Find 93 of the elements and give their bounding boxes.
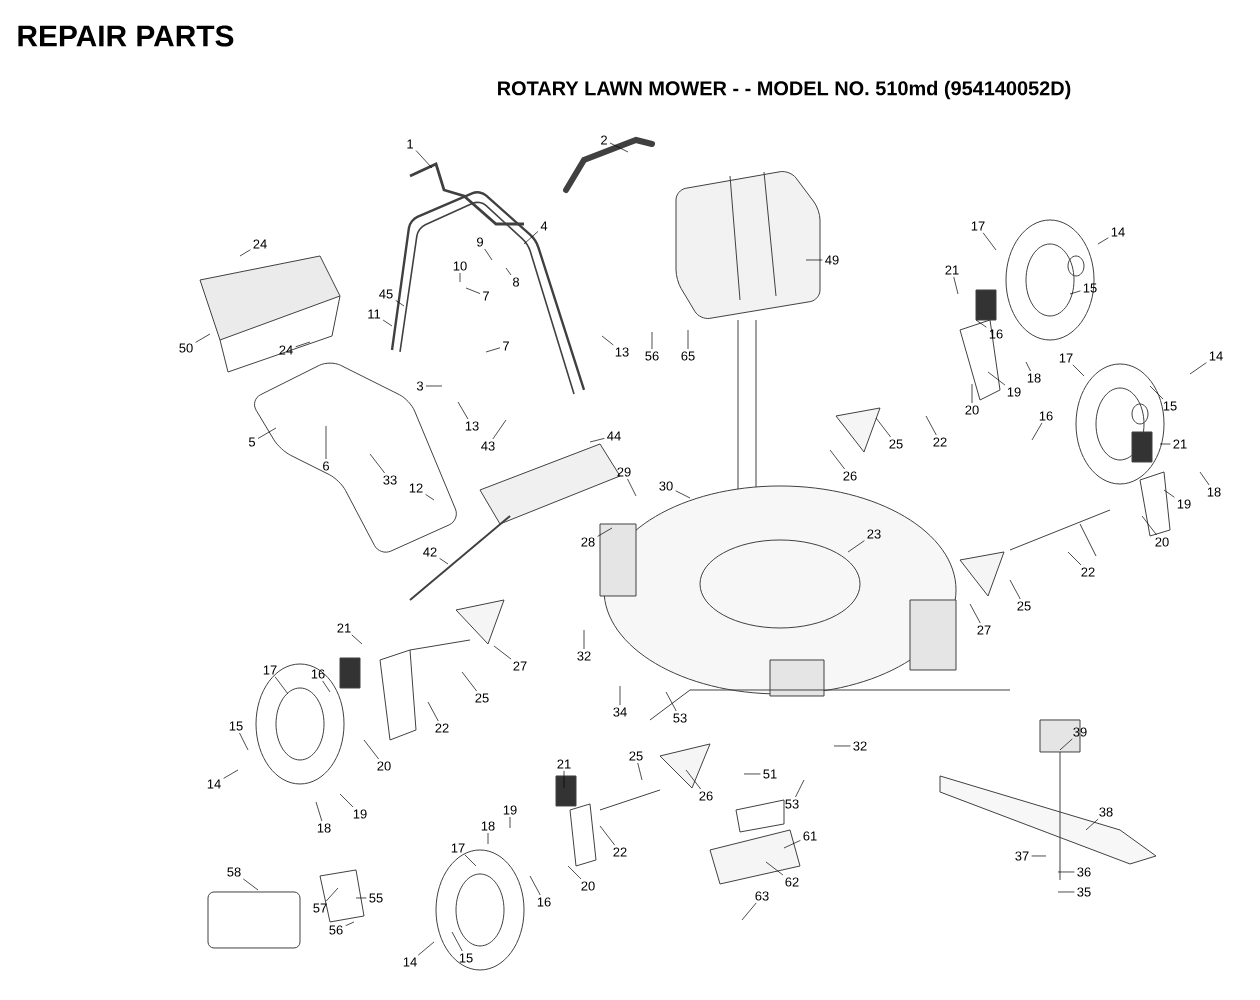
leader-line xyxy=(1031,422,1043,441)
leader-line xyxy=(1159,443,1171,445)
leader-line xyxy=(315,801,323,822)
leader-line xyxy=(847,540,865,553)
leader-line xyxy=(274,676,289,695)
leader-line xyxy=(425,385,443,387)
leader-line xyxy=(417,941,435,956)
leader-line xyxy=(1025,361,1031,372)
leader-line xyxy=(325,887,339,902)
leader-line xyxy=(987,371,1006,386)
leader-line xyxy=(451,931,463,952)
leader-line xyxy=(529,875,541,896)
leader-line xyxy=(741,902,757,921)
leader-line xyxy=(627,478,637,497)
leader-line xyxy=(583,629,585,650)
leader-line xyxy=(322,680,331,693)
leader-line xyxy=(395,300,405,307)
leader-line xyxy=(465,287,481,294)
leader-line xyxy=(369,453,385,474)
leader-line xyxy=(1163,489,1175,498)
leader-line xyxy=(1149,385,1164,400)
leader-line xyxy=(953,276,959,295)
leader-line xyxy=(589,438,605,443)
leader-line xyxy=(351,634,363,645)
leader-line xyxy=(355,897,367,899)
leader-line xyxy=(971,383,973,404)
leader-line xyxy=(1057,891,1075,893)
leader-line xyxy=(363,739,379,760)
leader-line xyxy=(675,490,691,499)
leader-line xyxy=(492,419,507,440)
leader-line xyxy=(415,150,433,169)
page-title: REPAIR PARTS xyxy=(18,25,234,47)
leader-line xyxy=(805,259,823,261)
leader-line xyxy=(795,779,805,798)
leader-line xyxy=(464,854,477,867)
leader-line xyxy=(439,558,449,565)
leader-line xyxy=(345,921,355,927)
leader-line xyxy=(1069,290,1081,295)
leader-line xyxy=(601,335,614,346)
leader-line xyxy=(829,449,845,470)
leader-line xyxy=(969,603,981,624)
leader-line xyxy=(1072,364,1085,377)
leader-line xyxy=(599,825,616,846)
leader-line xyxy=(637,762,643,781)
leader-line xyxy=(223,769,239,779)
leader-line xyxy=(1067,551,1082,566)
leader-line xyxy=(765,861,784,876)
leader-line xyxy=(505,267,512,276)
leader-line xyxy=(427,701,439,722)
leader-line xyxy=(485,347,501,353)
leader-line xyxy=(239,732,249,751)
diagram-subtitle: ROTARY LAWN MOWER - - MODEL NO. 510md (954140052D) xyxy=(498,80,1071,100)
leader-line xyxy=(687,329,689,350)
leader-line xyxy=(257,427,277,439)
leader-line xyxy=(567,865,582,880)
leader-line xyxy=(597,527,613,537)
leader-line xyxy=(459,272,461,283)
leader-line xyxy=(509,816,511,829)
leader-line xyxy=(457,401,469,420)
leader-line xyxy=(523,231,539,245)
leader-line xyxy=(975,319,987,328)
leader-line xyxy=(925,415,937,436)
leader-line xyxy=(783,840,801,849)
leader-line xyxy=(239,249,251,257)
leader-line xyxy=(325,425,327,460)
leader-line xyxy=(1141,515,1157,536)
leader-line xyxy=(875,417,891,438)
leader-line xyxy=(1085,818,1099,831)
leader-line xyxy=(833,745,851,747)
leader-line xyxy=(461,671,477,692)
leader-line xyxy=(1009,579,1021,600)
leader-line xyxy=(1059,738,1073,751)
leader-line xyxy=(665,691,677,712)
leader-line xyxy=(493,645,512,660)
leader-line xyxy=(382,319,393,327)
leader-line xyxy=(982,232,997,251)
leader-line xyxy=(484,248,493,261)
leader-line xyxy=(339,793,354,808)
leader-line xyxy=(295,341,311,348)
leader-line xyxy=(651,331,653,350)
leader-line xyxy=(242,878,259,891)
leader-line xyxy=(1031,855,1047,857)
leader-line xyxy=(195,333,211,343)
leader-line xyxy=(1097,237,1109,245)
leader-line xyxy=(425,494,435,501)
leader-line xyxy=(1057,871,1075,873)
leader-line xyxy=(609,142,629,153)
leader-line xyxy=(1199,471,1210,486)
leader-line xyxy=(619,685,621,706)
leader-line xyxy=(1189,362,1207,375)
leader-line xyxy=(685,769,701,790)
leader-line xyxy=(487,832,489,845)
leader-line xyxy=(743,773,761,775)
